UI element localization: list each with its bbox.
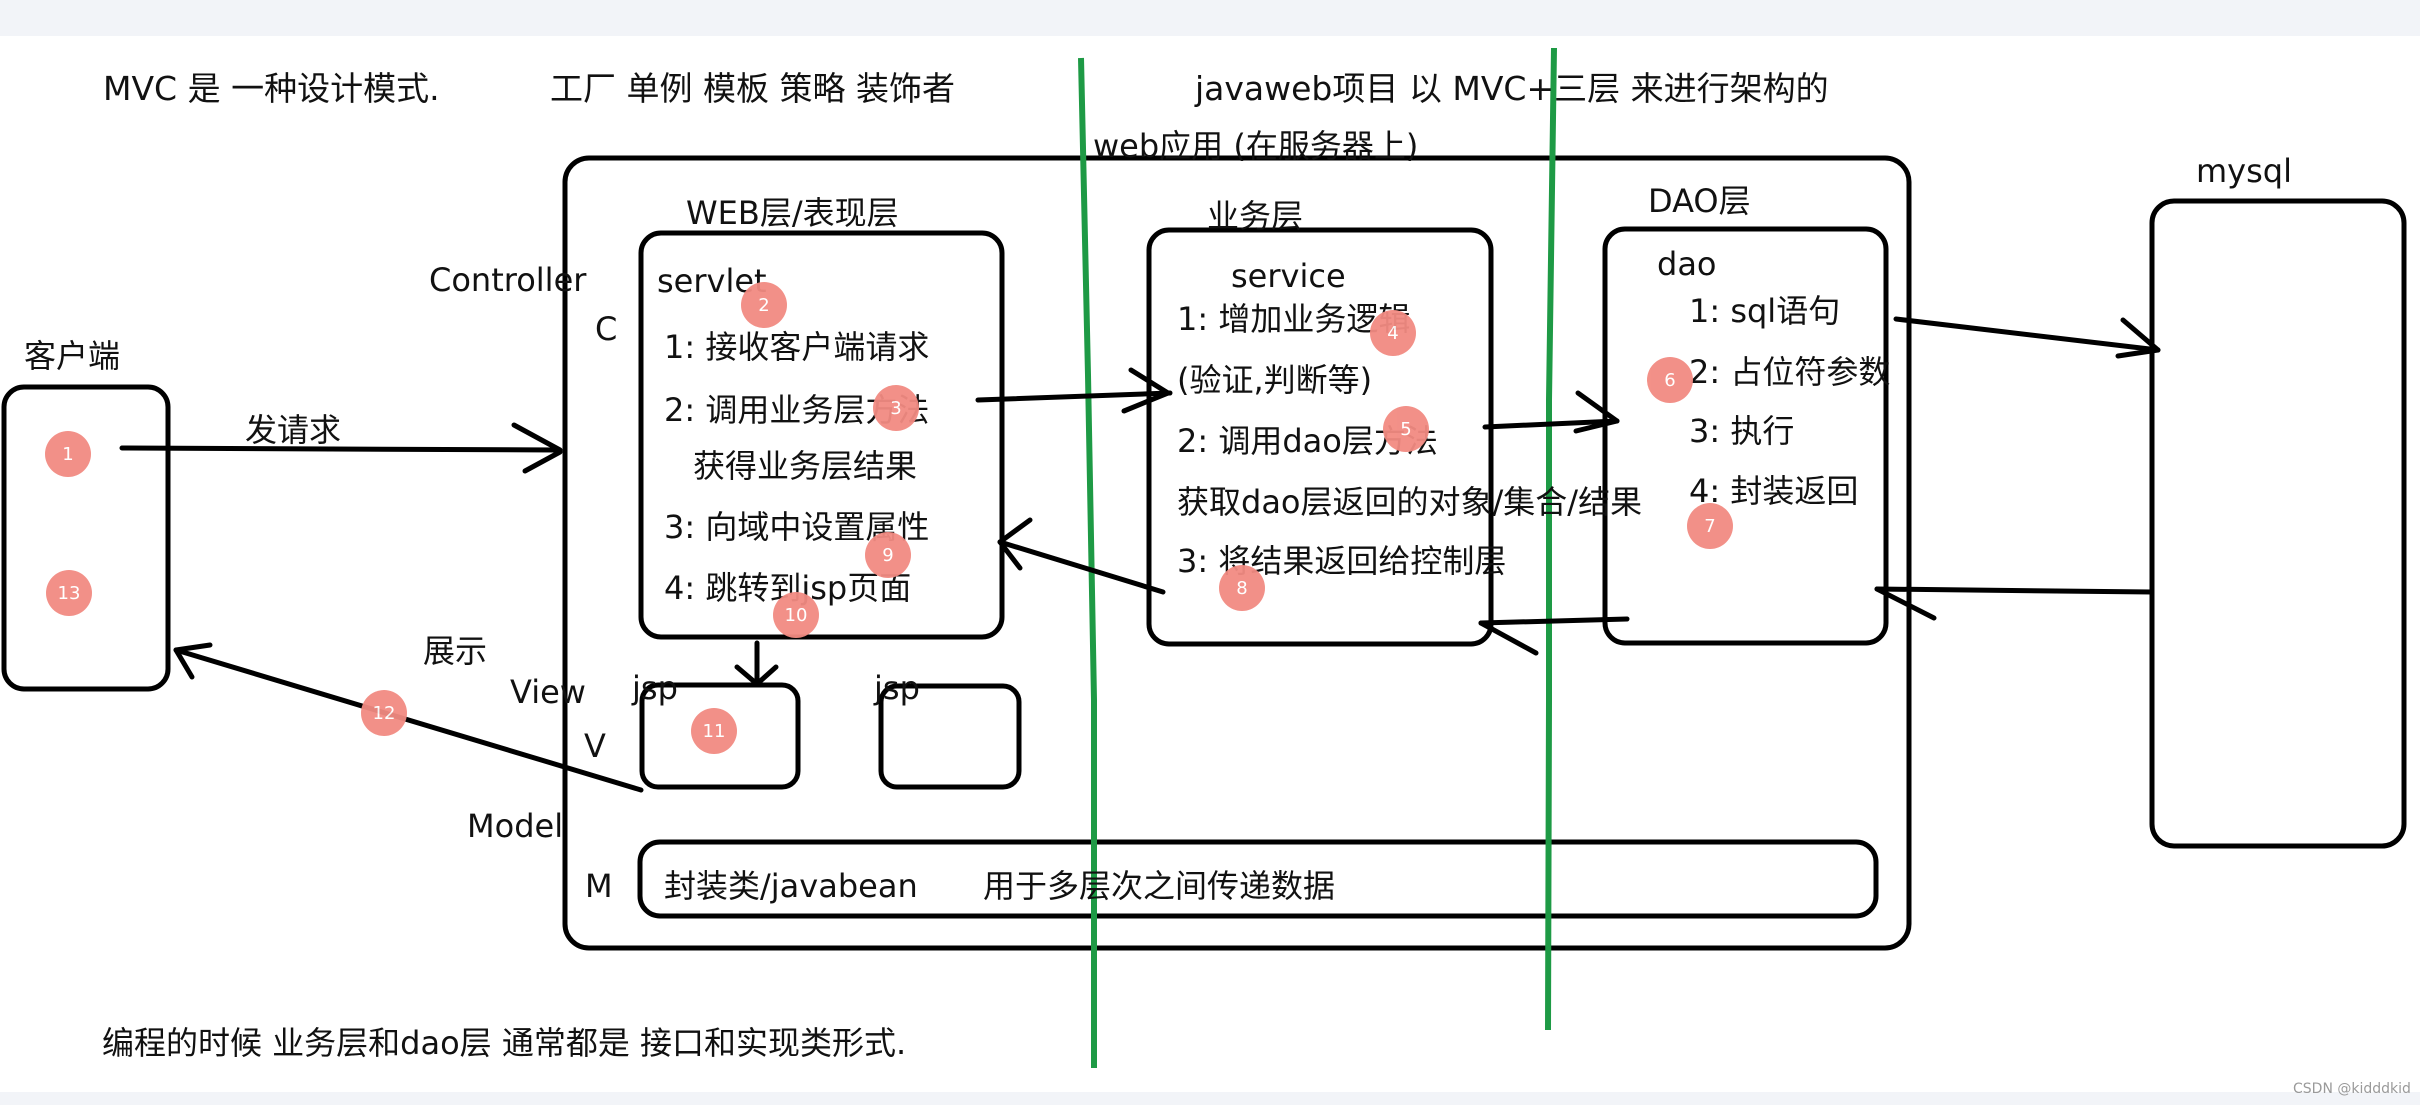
divider-web-service (1078, 57, 1097, 1068)
step-badge-5: 5 (1383, 406, 1429, 452)
arrow-to-client-head (173, 642, 213, 680)
view-label: View (510, 673, 586, 711)
arrow-to-service-head (1121, 367, 1171, 414)
arrow-to-servlet (997, 539, 1166, 595)
arrow-to-dao-head (1573, 390, 1620, 434)
web-step-1: 1: 接收客户端请求 (664, 328, 930, 366)
step-badge-11: 11 (691, 708, 737, 754)
dao-step-1: 1: sql语句 (1689, 292, 1841, 330)
jsp-box-1 (639, 682, 801, 790)
step-badge-4: 4 (1370, 310, 1416, 356)
step-badge-13: 13 (46, 570, 92, 616)
arrow-request (119, 445, 561, 453)
arrow-to-mysql-head (2115, 317, 2161, 359)
arrow-to-dao (1482, 418, 1620, 430)
service-label: service (1231, 257, 1346, 295)
arrow-to-mysql (1893, 316, 2161, 353)
service-layer-box (1146, 227, 1494, 647)
send-request-label: 发请求 (245, 411, 342, 449)
model-bar-box (637, 839, 1879, 919)
divider-service-dao (1545, 47, 1557, 1031)
arrow-to-service (975, 390, 1173, 403)
step-badge-9: 9 (865, 532, 911, 578)
dao-label: dao (1657, 245, 1717, 283)
step-badge-8: 8 (1219, 565, 1265, 611)
dao-step-2: 2: 占位符参数 (1689, 353, 1891, 391)
arrow-from-mysql (1874, 586, 2155, 595)
jsp-label-2: jsp (874, 669, 920, 707)
step-badge-3: 3 (873, 385, 919, 431)
m-label: M (585, 867, 613, 905)
dao-layer-box (1602, 226, 1889, 646)
mysql-title: mysql (2196, 152, 2292, 190)
dao-step-3: 3: 执行 (1689, 412, 1795, 450)
web-app-box (562, 155, 1912, 951)
dao-step-4: 4: 封装返回 (1689, 472, 1859, 510)
display-label: 展示 (423, 632, 488, 670)
service-layer-title: 业务层 (1207, 197, 1304, 235)
footer-note: 编程的时候 业务层和dao层 通常都是 接口和实现类形式. (102, 1024, 907, 1062)
mysql-box (2149, 198, 2407, 849)
architecture-note: javaweb项目 以 MVC+三层 来进行架构的 (1195, 69, 1829, 108)
client-title: 客户端 (24, 337, 121, 375)
step-badge-12: 12 (361, 690, 407, 736)
arrow-to-jsp-head (734, 664, 779, 687)
jsp-box-2 (878, 683, 1022, 790)
arrow-from-mysql-head (1874, 586, 1937, 621)
service-step-2b: 获取dao层返回的对象/集合/结果 (1177, 483, 1643, 521)
web-layer-box (638, 230, 1005, 640)
arrow-to-servlet-head (997, 517, 1033, 571)
dao-layer-title: DAO层 (1648, 182, 1751, 220)
step-badge-1: 1 (45, 431, 91, 477)
arrow-request-head (511, 422, 563, 474)
javabean-label: 封装类/javabean (664, 867, 918, 905)
web-app-label: web应用 (在服务器上) (1093, 127, 1419, 165)
web-step-2b: 获得业务层结果 (693, 447, 918, 485)
step-badge-2: 2 (741, 282, 787, 328)
client-box (1, 384, 171, 692)
watermark: CSDN @kidddkid (2293, 1081, 2411, 1097)
step-badge-6: 6 (1647, 357, 1693, 403)
mvc-note: MVC 是 一种设计模式. (103, 69, 440, 108)
jsp-label-1: jsp (632, 669, 678, 707)
patterns-list: 工厂 单例 模板 策略 装饰者 (550, 69, 955, 108)
controller-label: Controller (429, 261, 587, 299)
v-label: V (584, 727, 606, 765)
step-badge-10: 10 (773, 592, 819, 638)
c-label: C (595, 310, 618, 348)
model-purpose: 用于多层次之间传递数据 (983, 867, 1336, 905)
arrow-dao-to-service (1478, 616, 1630, 626)
arrow-to-client (173, 647, 644, 793)
arrow-dao-to-service-head (1478, 620, 1539, 656)
service-step-1b: (验证,判断等) (1177, 361, 1373, 399)
web-layer-title: WEB层/表现层 (686, 194, 899, 232)
model-label: Model (467, 807, 564, 845)
step-badge-7: 7 (1687, 503, 1733, 549)
